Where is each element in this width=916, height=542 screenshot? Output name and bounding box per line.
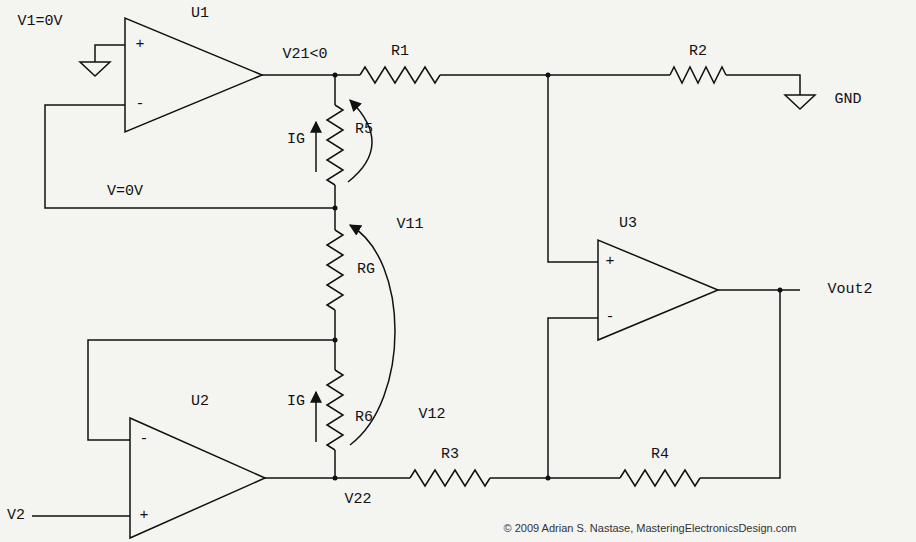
wire <box>700 290 780 478</box>
pin-sign: + <box>135 37 144 54</box>
signal-name: Vout2 <box>827 282 872 299</box>
ground-symbol <box>80 62 110 76</box>
current-label: IG <box>287 394 305 411</box>
resistor-symbol <box>360 67 440 83</box>
pin-sign: - <box>139 432 148 449</box>
part-name: R2 <box>689 44 707 61</box>
wire <box>334 75 336 105</box>
junction-dot <box>333 206 338 211</box>
signal-name: GND <box>834 92 861 109</box>
wire <box>262 74 360 76</box>
pin-sign: - <box>605 310 614 327</box>
junction-dot <box>333 338 338 343</box>
wire <box>490 477 620 479</box>
wire <box>88 340 335 440</box>
wire <box>440 74 670 76</box>
voltage-label: V11 <box>396 217 423 234</box>
junction-dot <box>333 476 338 481</box>
wire <box>32 515 130 517</box>
junction-dot <box>546 73 551 78</box>
voltage-label: V=0V <box>107 184 143 201</box>
junction-dot <box>546 476 551 481</box>
voltage-label: V12 <box>418 407 445 424</box>
copyright-note: © 2009 Adrian S. Nastase, MasteringElect… <box>503 522 796 534</box>
voltage-arrow <box>348 100 372 182</box>
part-name: R4 <box>651 447 669 464</box>
part-name: R5 <box>355 122 373 139</box>
junction-dot <box>333 73 338 78</box>
part-name: R3 <box>441 447 459 464</box>
opamp-u3 <box>598 240 718 340</box>
resistor-symbol <box>327 105 343 185</box>
voltage-label: V21<0 <box>282 47 327 64</box>
resistor-symbol <box>620 470 700 486</box>
resistor-symbol <box>327 370 343 450</box>
part-name: R1 <box>391 44 409 61</box>
voltage-label: V22 <box>344 492 371 509</box>
part-name: U1 <box>191 6 209 23</box>
resistor-symbol <box>410 470 490 486</box>
voltage-label: V1=0V <box>17 14 62 31</box>
part-name: U3 <box>619 216 637 233</box>
signal-name: V2 <box>7 508 25 525</box>
current-arrow <box>315 392 317 442</box>
voltage-arrow <box>350 225 395 445</box>
junction-dot <box>778 288 783 293</box>
current-label: IG <box>287 132 305 149</box>
opamp-u2 <box>130 418 265 538</box>
pin-sign: - <box>135 97 144 114</box>
resistor-symbol <box>670 67 726 83</box>
part-name: R6 <box>355 410 373 427</box>
resistor-symbol <box>327 230 343 310</box>
pin-sign: + <box>139 508 148 525</box>
pin-sign: + <box>605 254 614 271</box>
wire <box>718 289 800 291</box>
current-arrow <box>315 122 317 172</box>
wire <box>548 318 598 478</box>
wire <box>95 45 125 62</box>
part-name: RG <box>357 262 375 279</box>
wire <box>45 105 335 208</box>
ground-symbol <box>785 95 815 109</box>
wire <box>726 75 800 95</box>
wire <box>334 450 336 478</box>
wire <box>548 75 598 262</box>
part-name: U2 <box>191 394 209 411</box>
opamp-u1 <box>125 18 262 132</box>
